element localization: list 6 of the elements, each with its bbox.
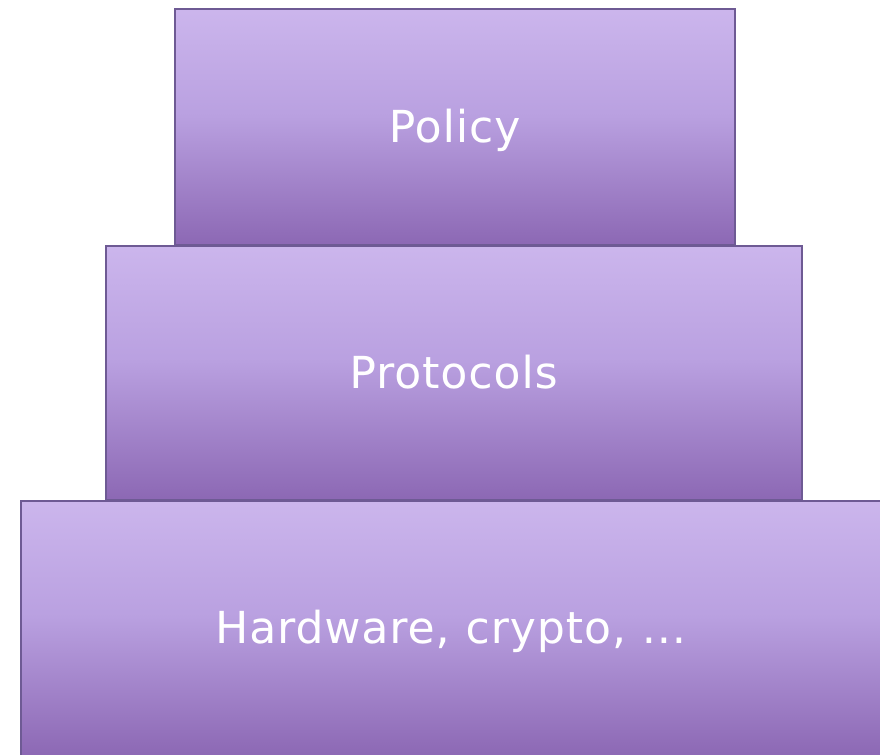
layer-label: Hardware, crypto, ... [215,603,687,654]
layer-box [105,245,803,501]
layer-label: Protocols [349,348,559,398]
layer-box [174,8,736,246]
layer-box [20,500,880,755]
layer-label: Policy [388,102,522,152]
